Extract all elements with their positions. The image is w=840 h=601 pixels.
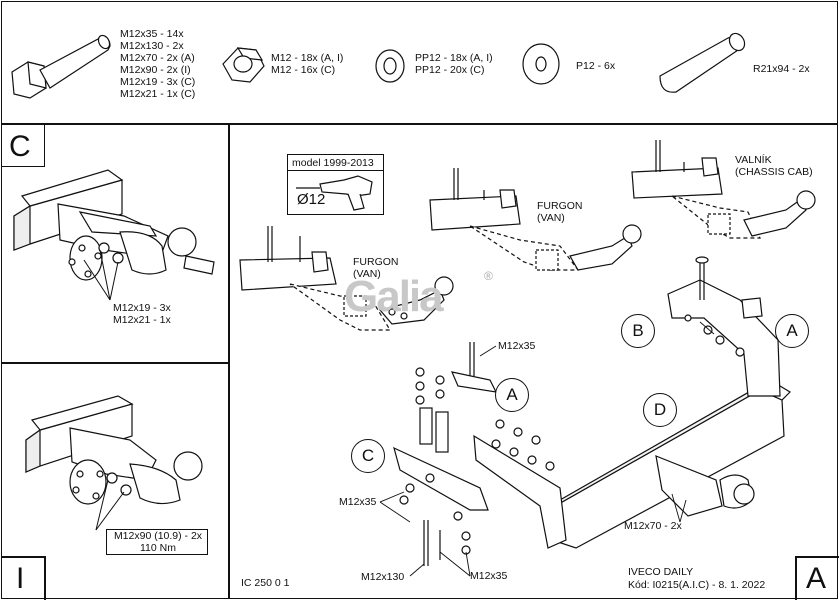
callout-d: D [643, 393, 677, 427]
panel-c-letter: C [9, 130, 31, 163]
callout-a-left: A [495, 378, 529, 412]
panel-c-letter-box [1, 123, 45, 167]
panel-i-spec-box [106, 529, 208, 555]
drill-note-divider [287, 170, 384, 172]
panel-i-letter: I [16, 562, 25, 595]
variant-label-1: FURGON (VAN) [353, 256, 399, 280]
bolt-quantities: M12x35 - 14x M12x130 - 2x M12x70 - 2x (A… [120, 28, 196, 100]
galia-watermark: Galia [344, 272, 444, 321]
drill-diameter: Ø12 [297, 191, 326, 208]
drill-note-title: model 1999-2013 [292, 157, 374, 169]
left-column-divider [228, 123, 230, 599]
main-letter: A [806, 562, 827, 595]
panel-i-bolt-spec: M12x90 (10.9) - 2x 110 Nm [113, 530, 203, 554]
variant-label-2: FURGON (VAN) [537, 200, 583, 224]
vehicle-model: IVECO DAILY [628, 566, 694, 578]
panel-i-letter-divider [44, 556, 46, 600]
callout-b: B [621, 314, 655, 348]
catalogue-code: Kód: I0215(A.I.C) - 8. 1. 2022 [628, 579, 766, 591]
label-m12x70: M12x70 - 2x [624, 520, 682, 532]
main-letter-divider [795, 556, 797, 600]
tube-quantities: R21x94 - 2x [753, 63, 810, 75]
parts-row-divider [1, 123, 838, 125]
flat-washer-quantities: P12 - 6x [576, 60, 616, 72]
label-m12x35-left: M12x35 [339, 496, 377, 508]
drawing-code: IC 250 0 1 [241, 577, 290, 589]
left-panel-divider [1, 362, 229, 364]
variant-label-3: VALNÍK (CHASSIS CAB) [735, 154, 813, 178]
nut-quantities: M12 - 18x (A, I) M12 - 16x (C) [271, 52, 344, 76]
callout-c: C [351, 439, 385, 473]
label-m12x35-bottom: M12x35 [470, 570, 508, 582]
main-letter-top [795, 556, 839, 558]
panel-i-letter-top [1, 556, 45, 558]
washer-quantities: PP12 - 18x (A, I) PP12 - 20x (C) [415, 52, 493, 76]
panel-c-bolt-spec: M12x19 - 3x M12x21 - 1x [113, 302, 171, 326]
label-m12x35-top: M12x35 [498, 340, 536, 352]
registered-mark: ® [484, 269, 493, 283]
callout-a-right: A [775, 314, 809, 348]
label-m12x130: M12x130 [361, 571, 405, 583]
